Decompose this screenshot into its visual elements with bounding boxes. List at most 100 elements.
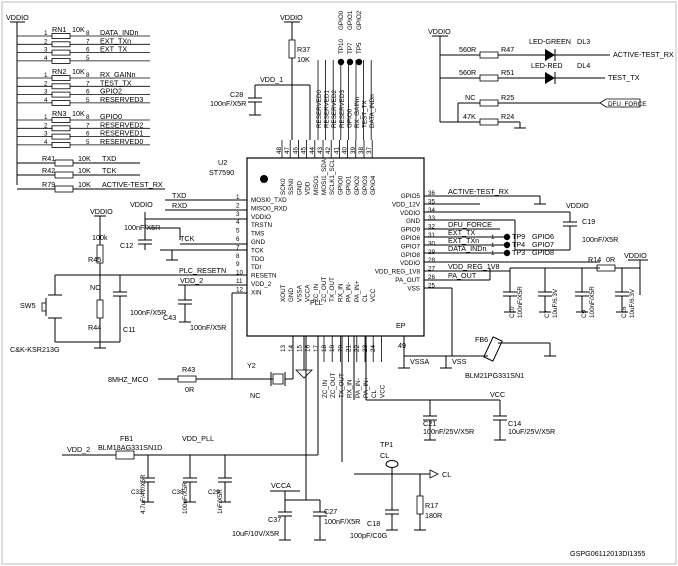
pin-name: MOSI0_TXD	[251, 197, 287, 204]
svg-text:VDDIO: VDDIO	[130, 200, 153, 209]
testpoint-ref: TP7	[347, 42, 354, 54]
testpoint-icon	[503, 241, 511, 249]
rn-net: RESERVED3	[100, 95, 143, 104]
svg-text:DFU_FORCE: DFU_FORCE	[608, 101, 646, 108]
pin-num: 2	[236, 202, 240, 209]
cap-val: 10uF/6.3V	[552, 288, 559, 318]
r79: R79 10K ACTIVE-TEST_RX	[17, 180, 165, 193]
testpoint-ref: TP5	[356, 42, 363, 54]
pin-num: 48	[276, 146, 283, 154]
rn-resistor	[51, 117, 71, 123]
r37-section: VDDIO R37 10K VDD_1 C28 100nF/X5R	[210, 13, 311, 140]
pin-num: 24	[370, 344, 377, 352]
svg-text:VSSA: VSSA	[410, 357, 429, 366]
pin-num: 4	[236, 219, 240, 226]
pin-name: TX_OUT	[329, 277, 336, 302]
pin-name: PA_OUT	[395, 277, 420, 284]
svg-text:C27: C27	[324, 507, 337, 516]
svg-text:R44: R44	[88, 323, 101, 332]
pin-name: VCCA	[305, 284, 312, 302]
testpoint-gpio: GPIO2	[356, 10, 363, 30]
rn-pin: 8	[86, 114, 90, 121]
pin-name: CL	[362, 293, 369, 302]
svg-text:VDD_2: VDD_2	[180, 276, 203, 285]
ic-bottom-pins: XOUT13GND14VSSA15VCCA16ZC_IN17ZC_OUT18TX…	[280, 277, 386, 398]
pin-num: 25	[428, 282, 436, 289]
pin-name: MISO0_RXD	[251, 205, 288, 212]
pin-name: VDDIO	[400, 210, 420, 217]
pin-num: 37	[366, 146, 373, 154]
ferrite-bead-icon	[483, 336, 503, 362]
vddio-label-tl: VDDIO	[6, 13, 29, 22]
svg-text:C37: C37	[268, 515, 281, 524]
pin-num: 32	[428, 224, 436, 231]
svg-text:FB6: FB6	[475, 335, 488, 344]
tp-pin: 1	[491, 250, 495, 257]
testpoint-icon	[503, 249, 511, 257]
svg-text:47K: 47K	[463, 112, 476, 121]
svg-text:R45: R45	[88, 255, 101, 264]
rn-net: EXT_TX	[100, 45, 127, 54]
svg-text:PA_OUT: PA_OUT	[448, 271, 477, 280]
testpoint-gpio: GPIO1	[347, 10, 354, 30]
svg-text:CL: CL	[442, 470, 451, 479]
svg-text:VDD_REG_1V8: VDD_REG_1V8	[448, 262, 500, 271]
ep-label: EP	[396, 321, 406, 330]
pin-name: GPIO5	[401, 193, 421, 200]
svg-text:C33: C33	[131, 489, 143, 496]
pin-num: 47	[284, 146, 291, 154]
sw5-part: C&K-KSR213G	[10, 345, 60, 354]
pin-num: 30	[428, 240, 436, 247]
cap-val: 100nF/X5R	[517, 286, 524, 318]
svg-text:C14: C14	[508, 419, 521, 428]
svg-text:VSS: VSS	[452, 357, 467, 366]
pin-name: TDO	[251, 256, 264, 263]
pin-name: VDD	[305, 181, 312, 195]
svg-text:R37: R37	[297, 45, 310, 54]
svg-text:R51: R51	[501, 68, 514, 77]
ic-body	[246, 157, 425, 337]
fb6-section: VSSA VSS FB6 BLM21PG331SN1	[398, 335, 556, 380]
svg-text:TXD: TXD	[102, 154, 116, 163]
svg-text:VDD_1: VDD_1	[260, 75, 283, 84]
rn-pin: 8	[86, 30, 90, 37]
tp-gpio: GPIO7	[532, 240, 554, 249]
rn-pin: 5	[86, 139, 90, 146]
pin-name: VDD_12V	[392, 201, 421, 208]
svg-text:FB1: FB1	[120, 434, 133, 443]
svg-text:10K: 10K	[78, 180, 91, 189]
tp-pin: 1	[491, 234, 495, 241]
svg-text:NC: NC	[465, 93, 475, 102]
tp-ref: TP3	[512, 248, 525, 257]
pin-num: 10	[236, 270, 244, 277]
rn-ref: RN2	[52, 67, 66, 76]
pin-num: 9	[236, 261, 240, 268]
svg-text:100nF/X5R: 100nF/X5R	[124, 223, 160, 232]
svg-text:DL4: DL4	[577, 61, 590, 70]
cap-ref: C7	[544, 309, 551, 318]
svg-text:C21: C21	[423, 419, 436, 428]
rn-net: GPIO0	[100, 112, 122, 121]
bottom-net-label: RX_IN	[347, 379, 354, 398]
pin-name: XIN	[251, 289, 262, 296]
pin-num: 41	[333, 146, 340, 154]
rn-net: EXT_TXn	[100, 36, 131, 45]
top-net-label: RX_GAINn	[354, 96, 361, 128]
pin-name: GND	[288, 288, 295, 302]
rn-pin: 3	[44, 131, 48, 138]
pin-num: 31	[428, 232, 436, 239]
rn-resistor	[51, 33, 71, 39]
pin-num: 46	[292, 146, 299, 154]
tp1-marker	[385, 460, 399, 468]
pin-name: XOUT	[280, 284, 287, 302]
tp-ref: TP4	[512, 240, 525, 249]
svg-text:RXD: RXD	[172, 201, 187, 210]
pin-name: MOSI1_SDA	[321, 158, 328, 195]
svg-text:BLM18AG331SN1D: BLM18AG331SN1D	[98, 443, 162, 452]
